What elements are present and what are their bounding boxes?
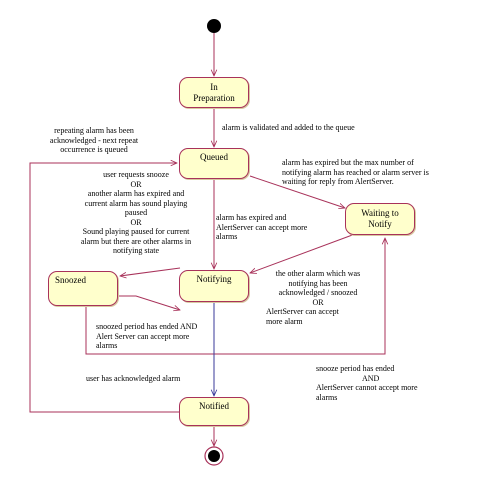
state-notified: Notified: [179, 397, 249, 426]
label-snooze-request-line: another alarm has expired and: [87, 189, 185, 198]
label-snooze-request-line: current alarm has sound playing: [84, 198, 188, 208]
state-snoozed-label: Snoozed: [55, 275, 86, 285]
label-snooze-request-line: OR: [130, 217, 142, 227]
label-expired-accept-line: alarm has expired and: [216, 213, 287, 222]
label-other-ack-line: notifying has been: [288, 278, 348, 288]
state-notified-label: Notified: [199, 401, 229, 411]
label-expired-accept: alarm has expired and AlertServer can ac…: [216, 213, 307, 242]
label-other-ack-line: acknowledged / snoozed: [278, 288, 358, 297]
label-snooze-ended-accept: snoozed period has ended AND Alert Serve…: [96, 322, 197, 351]
state-waiting-to-notify: Waiting to Notify: [345, 203, 415, 235]
label-validated: alarm is validated and added to the queu…: [222, 123, 355, 133]
label-repeating-line: repeating alarm has been: [54, 126, 134, 135]
label-expired-accept-line: AlertServer can accept more: [216, 222, 308, 232]
label-snooze-ended-accept-line: Alert Server can accept more: [96, 331, 190, 341]
label-user-ack-text: user has acknowledged alarm: [86, 374, 181, 383]
state-notifying-label: Notifying: [196, 274, 232, 284]
label-snooze-request-line: Sound playing paused for current: [82, 227, 190, 236]
final-node-core: [208, 450, 220, 462]
label-expired-max: alarm has expired but the max number of …: [282, 158, 429, 187]
final-node: [204, 446, 224, 466]
state-waiting-line2: Notify: [368, 219, 392, 229]
edge-snoozed-to-notifying: [118, 295, 180, 310]
label-other-ack-line: OR: [312, 297, 324, 307]
state-in-preparation-line1: In: [210, 82, 218, 92]
label-user-ack: user has acknowledged alarm: [86, 374, 180, 384]
label-other-ack: the other alarm which was notifying has …: [258, 269, 378, 326]
label-snooze-ended-cannot-line: AND: [362, 373, 380, 383]
label-snooze-request: user requests snooze OR another alarm ha…: [74, 170, 198, 256]
state-waiting-line1: Waiting to: [361, 208, 399, 218]
label-snooze-ended-cannot-line: alarms: [316, 392, 338, 402]
label-snooze-request-line: paused: [124, 208, 148, 217]
label-snooze-ended-accept-line: alarms: [96, 341, 118, 350]
edge-queued-to-waiting: [249, 175, 345, 208]
label-snooze-ended-cannot-line: AlertServer cannot accept more: [316, 383, 418, 392]
initial-node: [207, 19, 221, 33]
label-repeating: repeating alarm has been acknowledged - …: [30, 126, 158, 155]
state-queued: Queued: [179, 148, 249, 179]
state-snoozed: Snoozed: [48, 271, 118, 306]
edge-waiting-to-notifying: [250, 233, 356, 273]
label-snooze-request-line: alarm but there are other alarms in: [80, 236, 192, 246]
label-repeating-line: occurrence is queued: [60, 145, 128, 154]
label-other-ack-line: AlertServer can accept: [266, 307, 339, 316]
label-expired-max-line: waiting for reply from AlertServer.: [282, 177, 394, 186]
edge-snoozed-to-waiting: [85, 238, 385, 355]
label-expired-accept-line: alarms: [216, 232, 238, 241]
state-queued-label: Queued: [200, 152, 228, 162]
label-expired-max-line: alarm has expired but the max number of: [282, 158, 414, 167]
label-snooze-request-line: notifying state: [113, 246, 159, 255]
label-snooze-ended-cannot-line: snooze period has ended: [316, 364, 395, 373]
label-other-ack-line: the other alarm which was: [275, 269, 361, 278]
label-validated-text: alarm is validated and added to the queu…: [222, 123, 355, 132]
label-expired-max-line: notifying alarm has reached or alarm ser…: [282, 167, 429, 177]
state-in-preparation: In Preparation: [179, 77, 249, 108]
state-notifying: Notifying: [179, 270, 249, 302]
label-repeating-line: acknowledged - next repeat: [49, 135, 139, 145]
label-snooze-ended-accept-line: snoozed period has ended AND: [96, 322, 198, 331]
label-snooze-request-line: user requests snooze: [103, 170, 169, 179]
label-snooze-ended-cannot: snooze period has ended AND AlertServer …: [316, 364, 446, 402]
label-other-ack-line: more alarm: [266, 316, 303, 326]
edge-notifying-to-snoozed: [120, 267, 181, 276]
label-snooze-request-line: OR: [130, 179, 142, 189]
edge-notified-to-queued: [29, 163, 180, 413]
state-in-preparation-line2: Preparation: [193, 93, 235, 103]
